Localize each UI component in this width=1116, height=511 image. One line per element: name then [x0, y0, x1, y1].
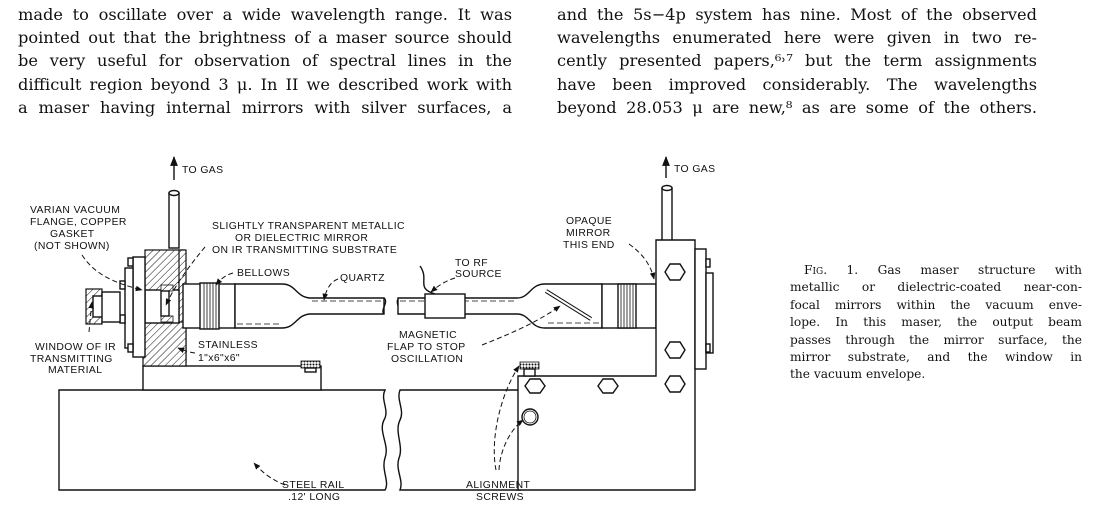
svg-text:TRANSMITTING: TRANSMITTING [30, 354, 113, 365]
label-varian-flange: VARIAN VACUUM FLANGE, COPPER GASKET (NOT… [30, 205, 127, 252]
label-opaque-mirror: OPAQUE MIRROR THIS END [563, 216, 615, 251]
caption-line: passes through the mirror surface, the [790, 332, 1082, 347]
svg-text:FLAP TO STOP: FLAP TO STOP [387, 342, 466, 353]
label-to-rf-source: TO RF SOURCE [455, 258, 502, 280]
svg-text:(NOT SHOWN): (NOT SHOWN) [34, 241, 110, 252]
left-flange-assembly [85, 189, 187, 367]
svg-text:SLIGHTLY TRANSPARENT METALLIC: SLIGHTLY TRANSPARENT METALLIC [212, 221, 405, 232]
bellows-right [617, 283, 637, 329]
svg-text:WINDOW OF IR: WINDOW OF IR [35, 342, 116, 353]
text-line: a maser having internal mirrors with sil… [18, 97, 512, 117]
label-to-gas-left: TO GAS [182, 165, 223, 176]
svg-text:MIRROR: MIRROR [566, 228, 611, 239]
svg-text:SCREWS: SCREWS [476, 492, 524, 503]
svg-text:MATERIAL: MATERIAL [48, 365, 102, 376]
right-stand [517, 184, 714, 491]
left-tube [182, 282, 387, 330]
body-text-right-column: and the 5s−4p system has nine. Most of t… [557, 3, 1037, 119]
svg-text:FLANGE, COPPER: FLANGE, COPPER [30, 217, 127, 228]
caption-line: focal mirrors within the vacuum enve- [790, 297, 1082, 312]
label-alignment-screws: ALIGNMENT SCREWS [466, 480, 530, 503]
label-to-gas-right: TO GAS [674, 164, 715, 175]
right-tube [396, 283, 657, 329]
steel-rail [58, 389, 521, 491]
alignment-screw-knurled [519, 361, 540, 370]
hex-bolt [524, 378, 546, 394]
text-line: beyond 28.053 μ are new,⁸ as are some of… [557, 97, 1037, 117]
svg-text:STEEL RAIL: STEEL RAIL [282, 480, 345, 491]
label-magnetic-flap: MAGNETIC FLAP TO STOP OSCILLATION [387, 330, 466, 365]
text-line: and the 5s−4p system has nine. Most of t… [557, 5, 1037, 24]
svg-text:ON IR TRANSMITTING SUBSTRATE: ON IR TRANSMITTING SUBSTRATE [212, 245, 397, 256]
label-stainless: STAINLESS 1"x6"x6" [198, 340, 258, 364]
text-line: wavelengths enumerated here were given i… [557, 28, 1037, 48]
label-bellows: BELLOWS [237, 268, 290, 279]
text-line: cently presented papers,⁶˒⁷ but the term… [557, 51, 1037, 71]
caption-line: Fig. 1. Gas maser structure with [804, 263, 1082, 277]
svg-text:MAGNETIC: MAGNETIC [399, 330, 457, 341]
svg-text:THIS END: THIS END [563, 240, 615, 251]
svg-text:SOURCE: SOURCE [455, 269, 502, 280]
svg-text:OR DIELECTRIC MIRROR: OR DIELECTRIC MIRROR [235, 233, 368, 244]
label-window: WINDOW OF IR TRANSMITTING MATERIAL [30, 342, 116, 376]
svg-text:STAINLESS: STAINLESS [198, 340, 258, 351]
svg-text:.12' LONG: .12' LONG [288, 492, 340, 503]
caption-line: the vacuum envelope. [790, 367, 926, 382]
left-base-plate [142, 365, 322, 391]
hex-bolt [664, 341, 686, 359]
left-alignment-screw [300, 360, 321, 373]
label-quartz: QUARTZ [340, 273, 385, 284]
svg-text:ALIGNMENT: ALIGNMENT [466, 480, 530, 491]
hex-bolt [664, 263, 686, 281]
caption-line: mirror substrate, and the window in [790, 350, 1082, 365]
label-mirror-note: SLIGHTLY TRANSPARENT METALLIC OR DIELECT… [212, 221, 405, 256]
svg-text:1"x6"x6": 1"x6"x6" [198, 353, 240, 364]
svg-text:GASKET: GASKET [50, 229, 95, 240]
body-text-left-column: made to oscillate over a wide wavelength… [18, 3, 512, 119]
text-line: difficult region beyond 3 μ. In II we de… [18, 74, 512, 94]
text-line: have been improved considerably. The wav… [557, 74, 1037, 94]
caption-line: metallic or dielectric-coated near-con- [790, 280, 1082, 295]
hex-bolt [664, 375, 686, 393]
text-line: pointed out that the brightness of a mas… [18, 28, 512, 48]
svg-text:OPAQUE: OPAQUE [566, 216, 612, 227]
label-steel-rail: STEEL RAIL .12' LONG [282, 480, 345, 503]
figure-caption: Fig. 1. Gas maser structure with metalli… [790, 262, 1082, 384]
caption-fig-label: Fig. 1. [804, 263, 859, 277]
text-line: made to oscillate over a wide wavelength… [18, 5, 512, 24]
text-line: be very useful for observation of spectr… [18, 51, 512, 71]
caption-line: lope. In this maser, the output beam [790, 315, 1082, 330]
svg-text:TO RF: TO RF [455, 258, 488, 269]
svg-text:OSCILLATION: OSCILLATION [391, 354, 463, 365]
bellows-left [199, 282, 220, 330]
hex-bolt [597, 378, 619, 394]
rf-coupler-sleeve [424, 293, 466, 319]
svg-text:VARIAN VACUUM: VARIAN VACUUM [30, 205, 120, 216]
